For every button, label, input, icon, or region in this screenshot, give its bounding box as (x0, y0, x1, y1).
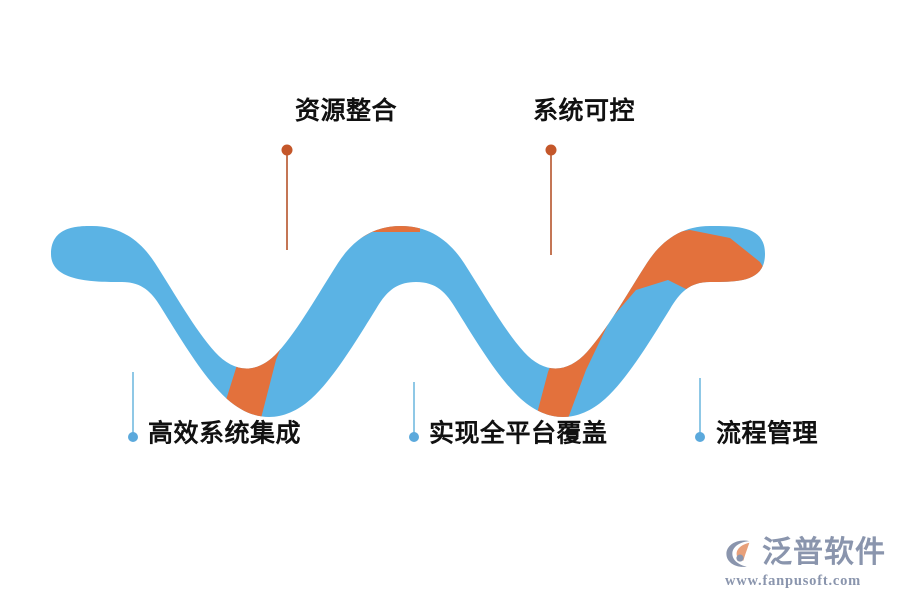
callout-label-top-2: 系统可控 (532, 97, 636, 125)
brand-logo: 泛普软件 www.fanpusoft.com (723, 536, 886, 590)
logo-url-text: www.fanpusoft.com (725, 573, 862, 589)
connector-callout-2 (281, 144, 293, 250)
connector-callout-1 (128, 372, 138, 442)
logo-brand-text: 泛普软件 (762, 536, 886, 569)
connector-dot (128, 432, 138, 442)
callout-label-top-1: 资源整合 (294, 97, 398, 125)
connector-dot (409, 432, 419, 442)
connector-dot (695, 432, 705, 442)
connector-callout-3 (409, 382, 419, 442)
connector-dot (281, 144, 293, 156)
fanpu-logo-icon (726, 540, 750, 567)
connector-dot (545, 144, 557, 156)
callout-label-bottom-2: 实现全平台覆盖 (429, 419, 608, 448)
callout-label-bottom-3: 流程管理 (716, 419, 819, 448)
callout-label-bottom-1: 高效系统集成 (148, 419, 302, 448)
connector-callout-5 (695, 378, 705, 442)
connector-callout-4 (545, 144, 557, 255)
